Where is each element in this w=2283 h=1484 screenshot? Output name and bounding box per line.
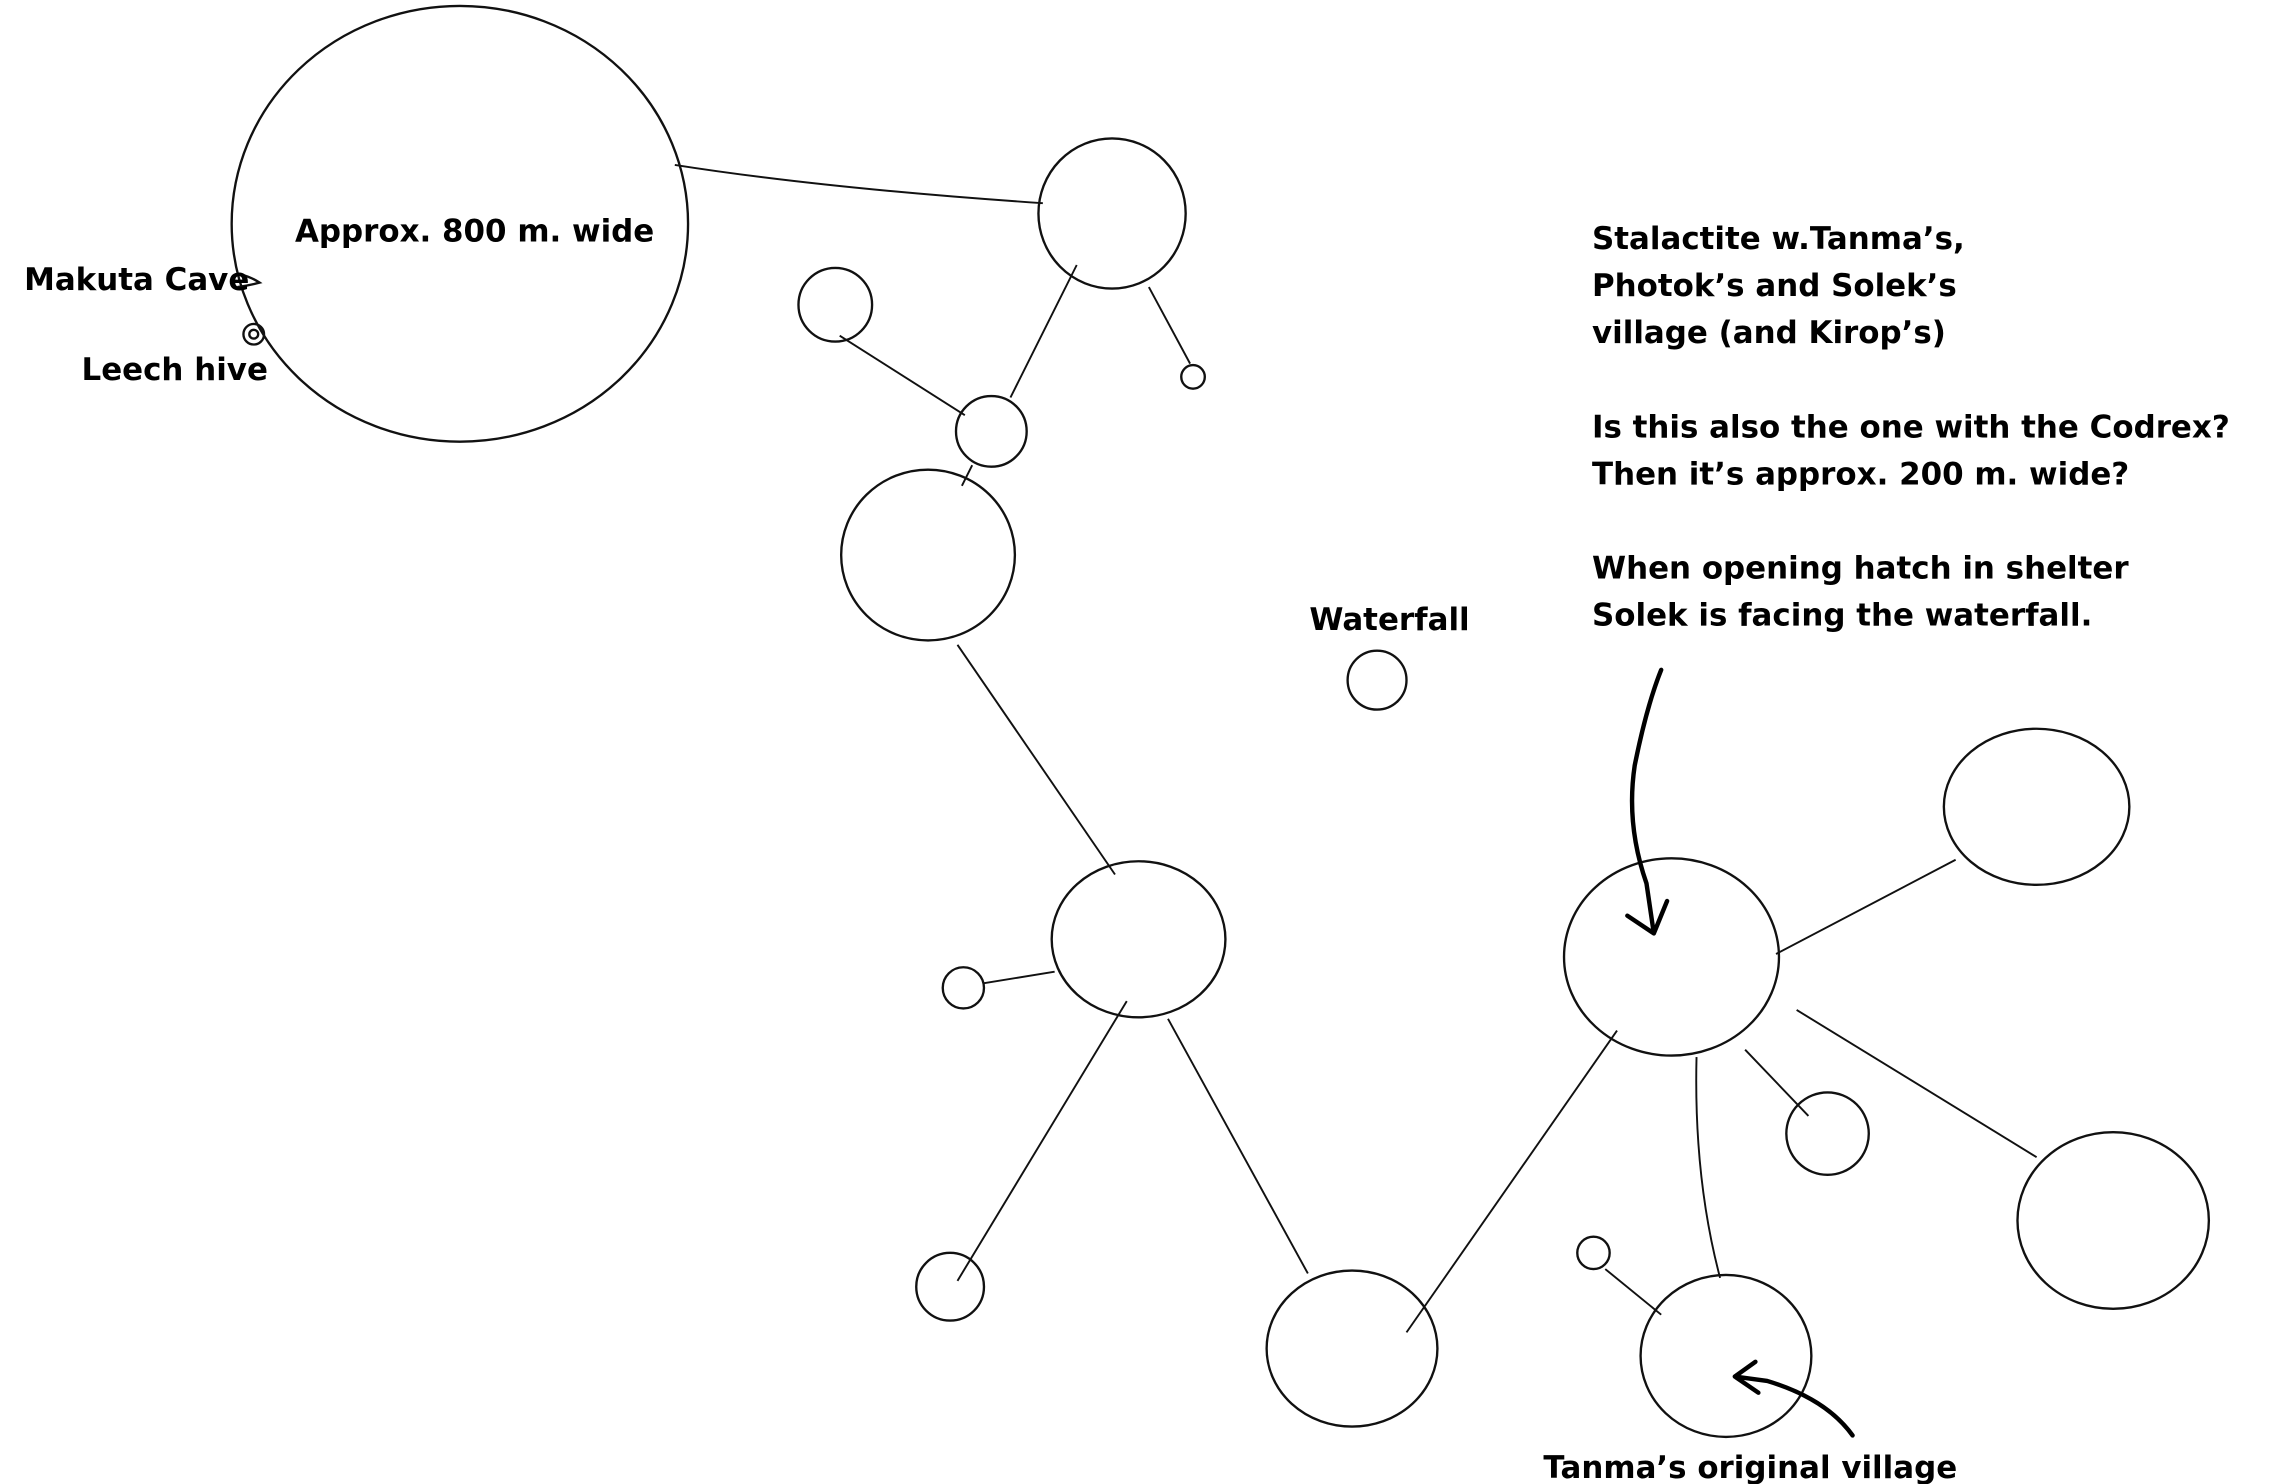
cave-d	[954, 394, 1028, 468]
cave-a	[1037, 137, 1187, 290]
note-line: When opening hatch in shelter	[1592, 551, 2129, 587]
cave-f	[1050, 860, 1227, 1019]
cave-g	[941, 966, 986, 1010]
waterfall-cave	[1346, 649, 1408, 711]
link-d-to-e	[961, 464, 974, 487]
cave-i	[1265, 1269, 1439, 1428]
cave-n	[1576, 1235, 1611, 1271]
big-cave	[230, 4, 690, 443]
leech-hive-mark	[242, 322, 266, 346]
cave-e	[839, 468, 1017, 642]
arrow-to-stalactite-village	[1625, 667, 1670, 936]
link-b-to-d	[839, 334, 966, 416]
link-i-to-j	[1405, 1030, 1618, 1333]
link-j-to-o	[1695, 1057, 1722, 1279]
note-line: Photok’s and Solek’s	[1592, 268, 1957, 304]
note-line: village (and Kirop’s)	[1592, 315, 1946, 351]
note-line: Solek is facing the waterfall.	[1592, 598, 2092, 634]
cave-h	[915, 1251, 986, 1322]
cave-k	[1942, 727, 2131, 886]
link-e-to-f	[956, 644, 1116, 876]
big-cave-size-label: Approx. 800 m. wide	[295, 213, 654, 249]
link-j-to-k	[1775, 858, 1957, 955]
link-f-to-h	[956, 1000, 1128, 1282]
note-line: Stalactite w.Tanma’s,	[1592, 221, 1965, 257]
link-a-to-c	[1148, 286, 1191, 365]
link-j-to-m	[1796, 1009, 2038, 1158]
link-a-to-d	[1009, 264, 1078, 398]
arrow-to-tanma-original-village	[1732, 1359, 1855, 1438]
makuta-cave-label: Makuta Cave	[24, 262, 249, 298]
link-j-to-l	[1744, 1049, 1810, 1117]
waterfall-label: Waterfall	[1309, 602, 1469, 638]
leech-hive-mark-inner	[248, 328, 260, 340]
leech-hive-label: Leech hive	[82, 352, 268, 388]
tanma-original-village-cave	[1639, 1273, 1813, 1439]
arrows	[1625, 667, 1855, 1438]
note-line: Then it’s approx. 200 m. wide?	[1592, 456, 2129, 492]
tanma-original-village-label: Tanma’s original village	[1543, 1450, 1957, 1484]
makuta-cave-mark	[237, 272, 263, 289]
caves	[230, 4, 2211, 1439]
cave-b	[797, 266, 874, 343]
cave-l	[1785, 1091, 1870, 1177]
link-f-to-i	[1167, 1018, 1309, 1274]
link-f-to-g	[982, 970, 1055, 985]
stalactite-note: Stalactite w.Tanma’s, Photok’s and Solek…	[1592, 221, 2230, 634]
link-n-to-o	[1604, 1268, 1662, 1316]
link-big-cave-to-a	[674, 163, 1043, 205]
cave-c	[1180, 363, 1206, 390]
note-line: Is this also the one with the Codrex?	[1592, 409, 2230, 445]
cave-m	[2016, 1130, 2211, 1310]
connections	[674, 163, 2038, 1333]
stalactite-village-cave	[1562, 857, 1781, 1057]
